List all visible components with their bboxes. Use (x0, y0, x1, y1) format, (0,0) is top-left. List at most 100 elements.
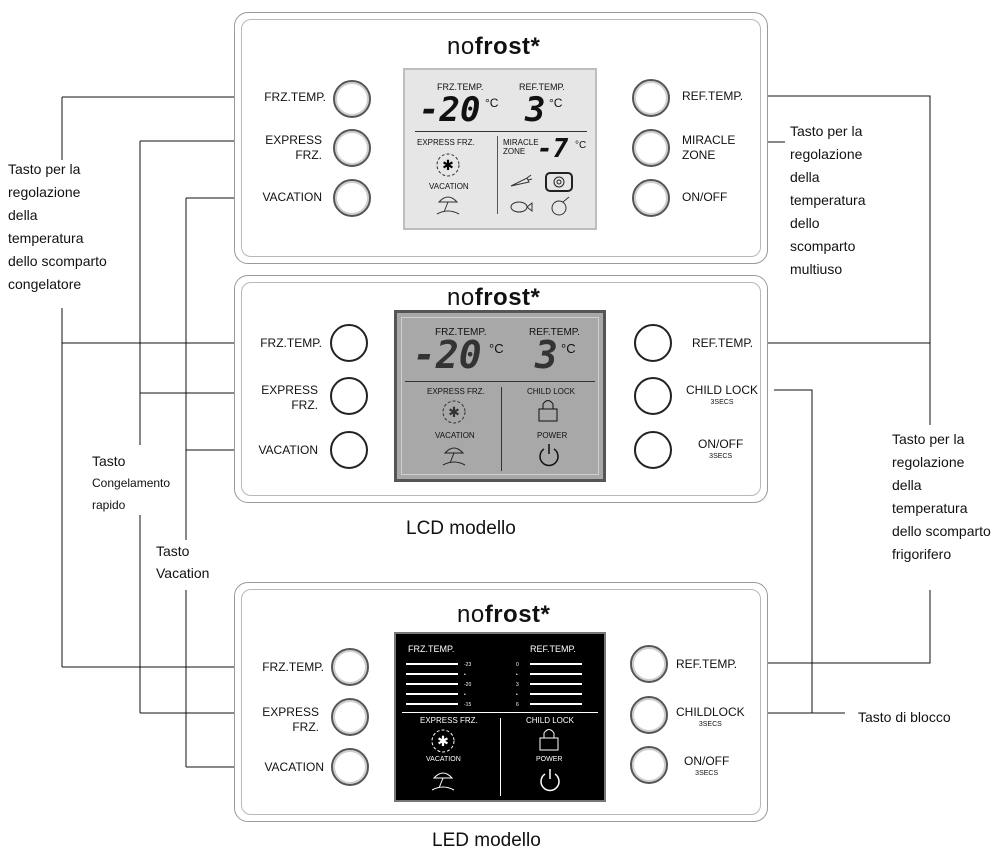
display-vacation: VACATION (426, 756, 461, 763)
display-express-frz: EXPRESS FRZ. (427, 387, 485, 396)
display-lcd: FRZ.TEMP. REF.TEMP. -20 °C 3 °C EXPRESS … (394, 310, 606, 482)
drumstick-icon (549, 196, 571, 221)
svg-text:✱: ✱ (437, 734, 449, 750)
brand-logo: nofrost* (457, 601, 551, 628)
caption-lcd-model: LCD modello (406, 518, 516, 539)
on-off-button[interactable] (630, 746, 668, 784)
leader-ref-temp-3 (752, 590, 931, 664)
frz-temp-button[interactable] (331, 648, 369, 686)
meat-icon (545, 172, 573, 197)
led-frz-scale: -23•-20•-15 (464, 662, 472, 708)
ref-temp-label: REF.TEMP. (676, 657, 738, 671)
lock-icon (537, 397, 559, 428)
display-vertical-divider (501, 387, 502, 471)
power-icon (537, 441, 561, 472)
display-frz-value: -20 (413, 333, 482, 377)
on-off-button[interactable] (632, 179, 670, 217)
vacation-button[interactable] (331, 748, 369, 786)
leader-ref-temp-1 (752, 95, 931, 425)
frz-temp-label: FRZ.TEMP. (260, 336, 322, 350)
led-ref-bars (530, 660, 590, 715)
display-power: POWER (536, 756, 563, 763)
vacation-button[interactable] (330, 431, 368, 469)
display-led: FRZ.TEMP. REF.TEMP. -23•-20•-15 0•3•6 EX… (394, 632, 606, 802)
beach-umbrella-icon (430, 768, 456, 797)
panel-border (241, 589, 761, 815)
ref-temp-button[interactable] (630, 645, 668, 683)
display-frz-value: -20 (419, 90, 481, 130)
svg-text:✱: ✱ (448, 405, 460, 421)
frz-temp-label: FRZ.TEMP. (264, 90, 326, 104)
panel-border (241, 19, 761, 257)
caption-led-model: LED modello (432, 830, 541, 851)
ref-temp-button[interactable] (632, 79, 670, 117)
on-off-label: ON/OFF (682, 190, 728, 204)
miracle-zone-button[interactable] (632, 129, 670, 167)
display-ref-value: 3 (525, 90, 546, 130)
display-vacation: VACATION (435, 431, 475, 440)
display-frz-label: FRZ.TEMP. (437, 82, 484, 92)
snowflake-icon: ✱ (441, 399, 467, 430)
carrot-icon (509, 174, 533, 195)
child-lock-button[interactable] (630, 696, 668, 734)
ref-temp-button[interactable] (634, 324, 672, 362)
note-lock-key: Tasto di blocco (858, 709, 951, 725)
frz-temp-button[interactable] (333, 80, 371, 118)
display-ref-unit: °C (561, 341, 576, 356)
power-icon (538, 766, 562, 797)
display-divider (415, 131, 587, 132)
display-divider (402, 712, 598, 713)
ref-temp-label: REF.TEMP. (682, 89, 744, 103)
brand-logo: nofrost* (447, 33, 541, 60)
display-divider (405, 381, 595, 382)
fish-icon (509, 200, 533, 219)
display-ref-unit: °C (549, 96, 563, 110)
display-vacation: VACATION (429, 182, 469, 191)
display-miracle-unit: °C (575, 140, 587, 151)
leader-child-lock-2 (774, 389, 813, 713)
display-miracle-value: -7 (537, 134, 569, 164)
lcd-glass (401, 317, 599, 475)
svg-text:✱: ✱ (442, 158, 454, 174)
display-miracle: FRZ.TEMP. REF.TEMP. -20 °C 3 °C EXPRESS … (403, 68, 597, 230)
display-express-frz: EXPRESS FRZ. (417, 138, 475, 147)
display-ref-label: REF.TEMP. (519, 82, 565, 92)
display-child-lock: CHILD LOCK (526, 716, 575, 725)
led-frz-bars (406, 660, 486, 715)
express-frz-button[interactable] (331, 698, 369, 736)
child-lock-button[interactable] (634, 377, 672, 415)
frz-temp-button[interactable] (330, 324, 368, 362)
beach-umbrella-icon (435, 192, 461, 221)
express-frz-button[interactable] (333, 129, 371, 167)
display-power: POWER (537, 431, 568, 440)
display-express-frz: EXPRESS FRZ. (420, 716, 478, 725)
snowflake-icon: ✱ (435, 152, 461, 183)
display-vertical-divider (497, 136, 498, 214)
vacation-label: VACATION (258, 443, 318, 457)
display-ref-label: REF.TEMP. (530, 644, 576, 654)
display-frz-label: FRZ.TEMP. (435, 327, 487, 338)
vacation-button[interactable] (333, 179, 371, 217)
vacation-label: VACATION (262, 190, 322, 204)
lock-icon (538, 726, 560, 757)
on-off-button[interactable] (634, 431, 672, 469)
express-frz-button[interactable] (330, 377, 368, 415)
vacation-label: VACATION (264, 760, 324, 774)
display-ref-value: 3 (535, 333, 558, 377)
brand-logo: nofrost* (447, 284, 541, 311)
display-frz-unit: °C (489, 341, 504, 356)
